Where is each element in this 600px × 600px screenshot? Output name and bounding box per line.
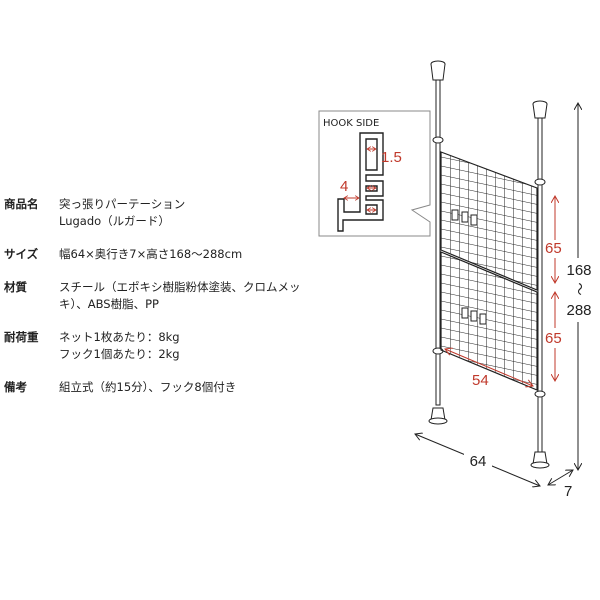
- hook-profile-icon: [337, 132, 384, 232]
- spec-value: 突っ張りパーテーション: [59, 197, 186, 211]
- spec-row-load-capacity: 耐荷重 ネット1枚あたり：8kg フック1個あたり：2kg: [4, 329, 314, 363]
- spec-value: スチール（エポキシ樹脂粉体塗装、クロムメッ: [59, 280, 301, 294]
- spec-value: ネット1枚あたり：8kg: [59, 330, 180, 344]
- net-dimensions: 65 65 54: [445, 196, 562, 389]
- net-height-upper: 65: [545, 240, 562, 257]
- height-range-separator: 〜: [572, 282, 587, 295]
- hook-gap-dimension: 1.5: [381, 149, 402, 166]
- net-width: 54: [472, 372, 489, 389]
- hook-side-title: HOOK SIDE: [323, 118, 379, 129]
- width-dimension: 64: [470, 453, 487, 470]
- left-pole: [428, 60, 448, 425]
- spec-label: 備考: [4, 380, 27, 394]
- hook-width-dimension: 4: [340, 178, 348, 195]
- spec-value: Lugado（ルガード）: [59, 214, 170, 228]
- net-height-lower: 65: [545, 330, 562, 347]
- spec-label: サイズ: [4, 247, 39, 261]
- depth-dimension: 7: [564, 483, 572, 500]
- overall-dimensions: 168 〜 288 64 7: [415, 103, 597, 500]
- spec-label: 耐荷重: [4, 330, 39, 344]
- spec-label: 商品名: [4, 197, 39, 211]
- hook-side-callout: HOOK SIDE 1.5 4: [318, 110, 431, 237]
- spec-table: 商品名 突っ張りパーテーション Lugado（ルガード） サイズ 幅64×奥行き…: [4, 196, 314, 412]
- spec-value: キ）、ABS樹脂、PP: [59, 297, 159, 311]
- mesh-net-upper: [440, 151, 538, 291]
- spec-row-size: サイズ 幅64×奥行き7×高さ168〜288cm: [4, 246, 314, 263]
- hook-icons: [451, 209, 487, 325]
- spec-value: 組立式（約15分）、フック8個付き: [59, 380, 237, 394]
- spec-row-notes: 備考 組立式（約15分）、フック8個付き: [4, 379, 314, 396]
- height-max: 288: [566, 302, 591, 319]
- height-min: 168: [566, 262, 591, 279]
- spec-value: フック1個あたり：2kg: [59, 347, 180, 361]
- spec-row-material: 材質 スチール（エポキシ樹脂粉体塗装、クロムメッ キ）、ABS樹脂、PP: [4, 279, 314, 313]
- spec-value: 幅64×奥行き7×高さ168〜288cm: [59, 247, 243, 261]
- spec-row-product-name: 商品名 突っ張りパーテーション Lugado（ルガード）: [4, 196, 314, 230]
- spec-label: 材質: [4, 280, 27, 294]
